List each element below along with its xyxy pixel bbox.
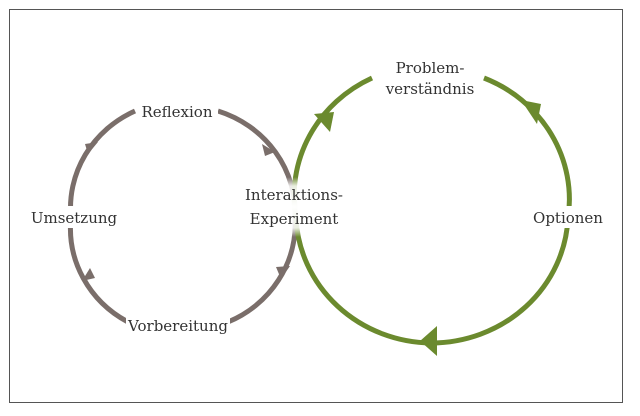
label-experiment: Experiment	[250, 210, 339, 228]
label-umsetzung: Umsetzung	[31, 209, 118, 227]
gray-arrow-bottom-right	[276, 266, 290, 279]
gray-arrow-bottom-left	[82, 268, 95, 281]
label-interaktions: Interaktions-	[245, 186, 343, 204]
green-arc-bottom-right	[430, 217, 571, 346]
label-verstaendnis: verständnis	[385, 80, 475, 98]
label-optionen: Optionen	[533, 209, 603, 227]
center-glow	[242, 177, 346, 237]
label-reflexion: Reflexion	[141, 103, 212, 121]
green-arc-bottom-left	[293, 217, 432, 346]
green-arc-top-right	[483, 75, 572, 219]
green-arrow-top-left	[314, 112, 334, 132]
gray-arrow-top-left	[85, 142, 98, 154]
green-arrow-bottom	[420, 326, 437, 356]
label-problem: Problem-	[396, 59, 465, 77]
green-arrow-top-right	[521, 100, 541, 124]
gray-arrow-top-right	[262, 144, 275, 156]
gray-arc-top-left	[68, 108, 137, 219]
gray-arc-bottom-left	[67, 217, 130, 325]
label-vorbereitung: Vorbereitung	[127, 317, 228, 335]
